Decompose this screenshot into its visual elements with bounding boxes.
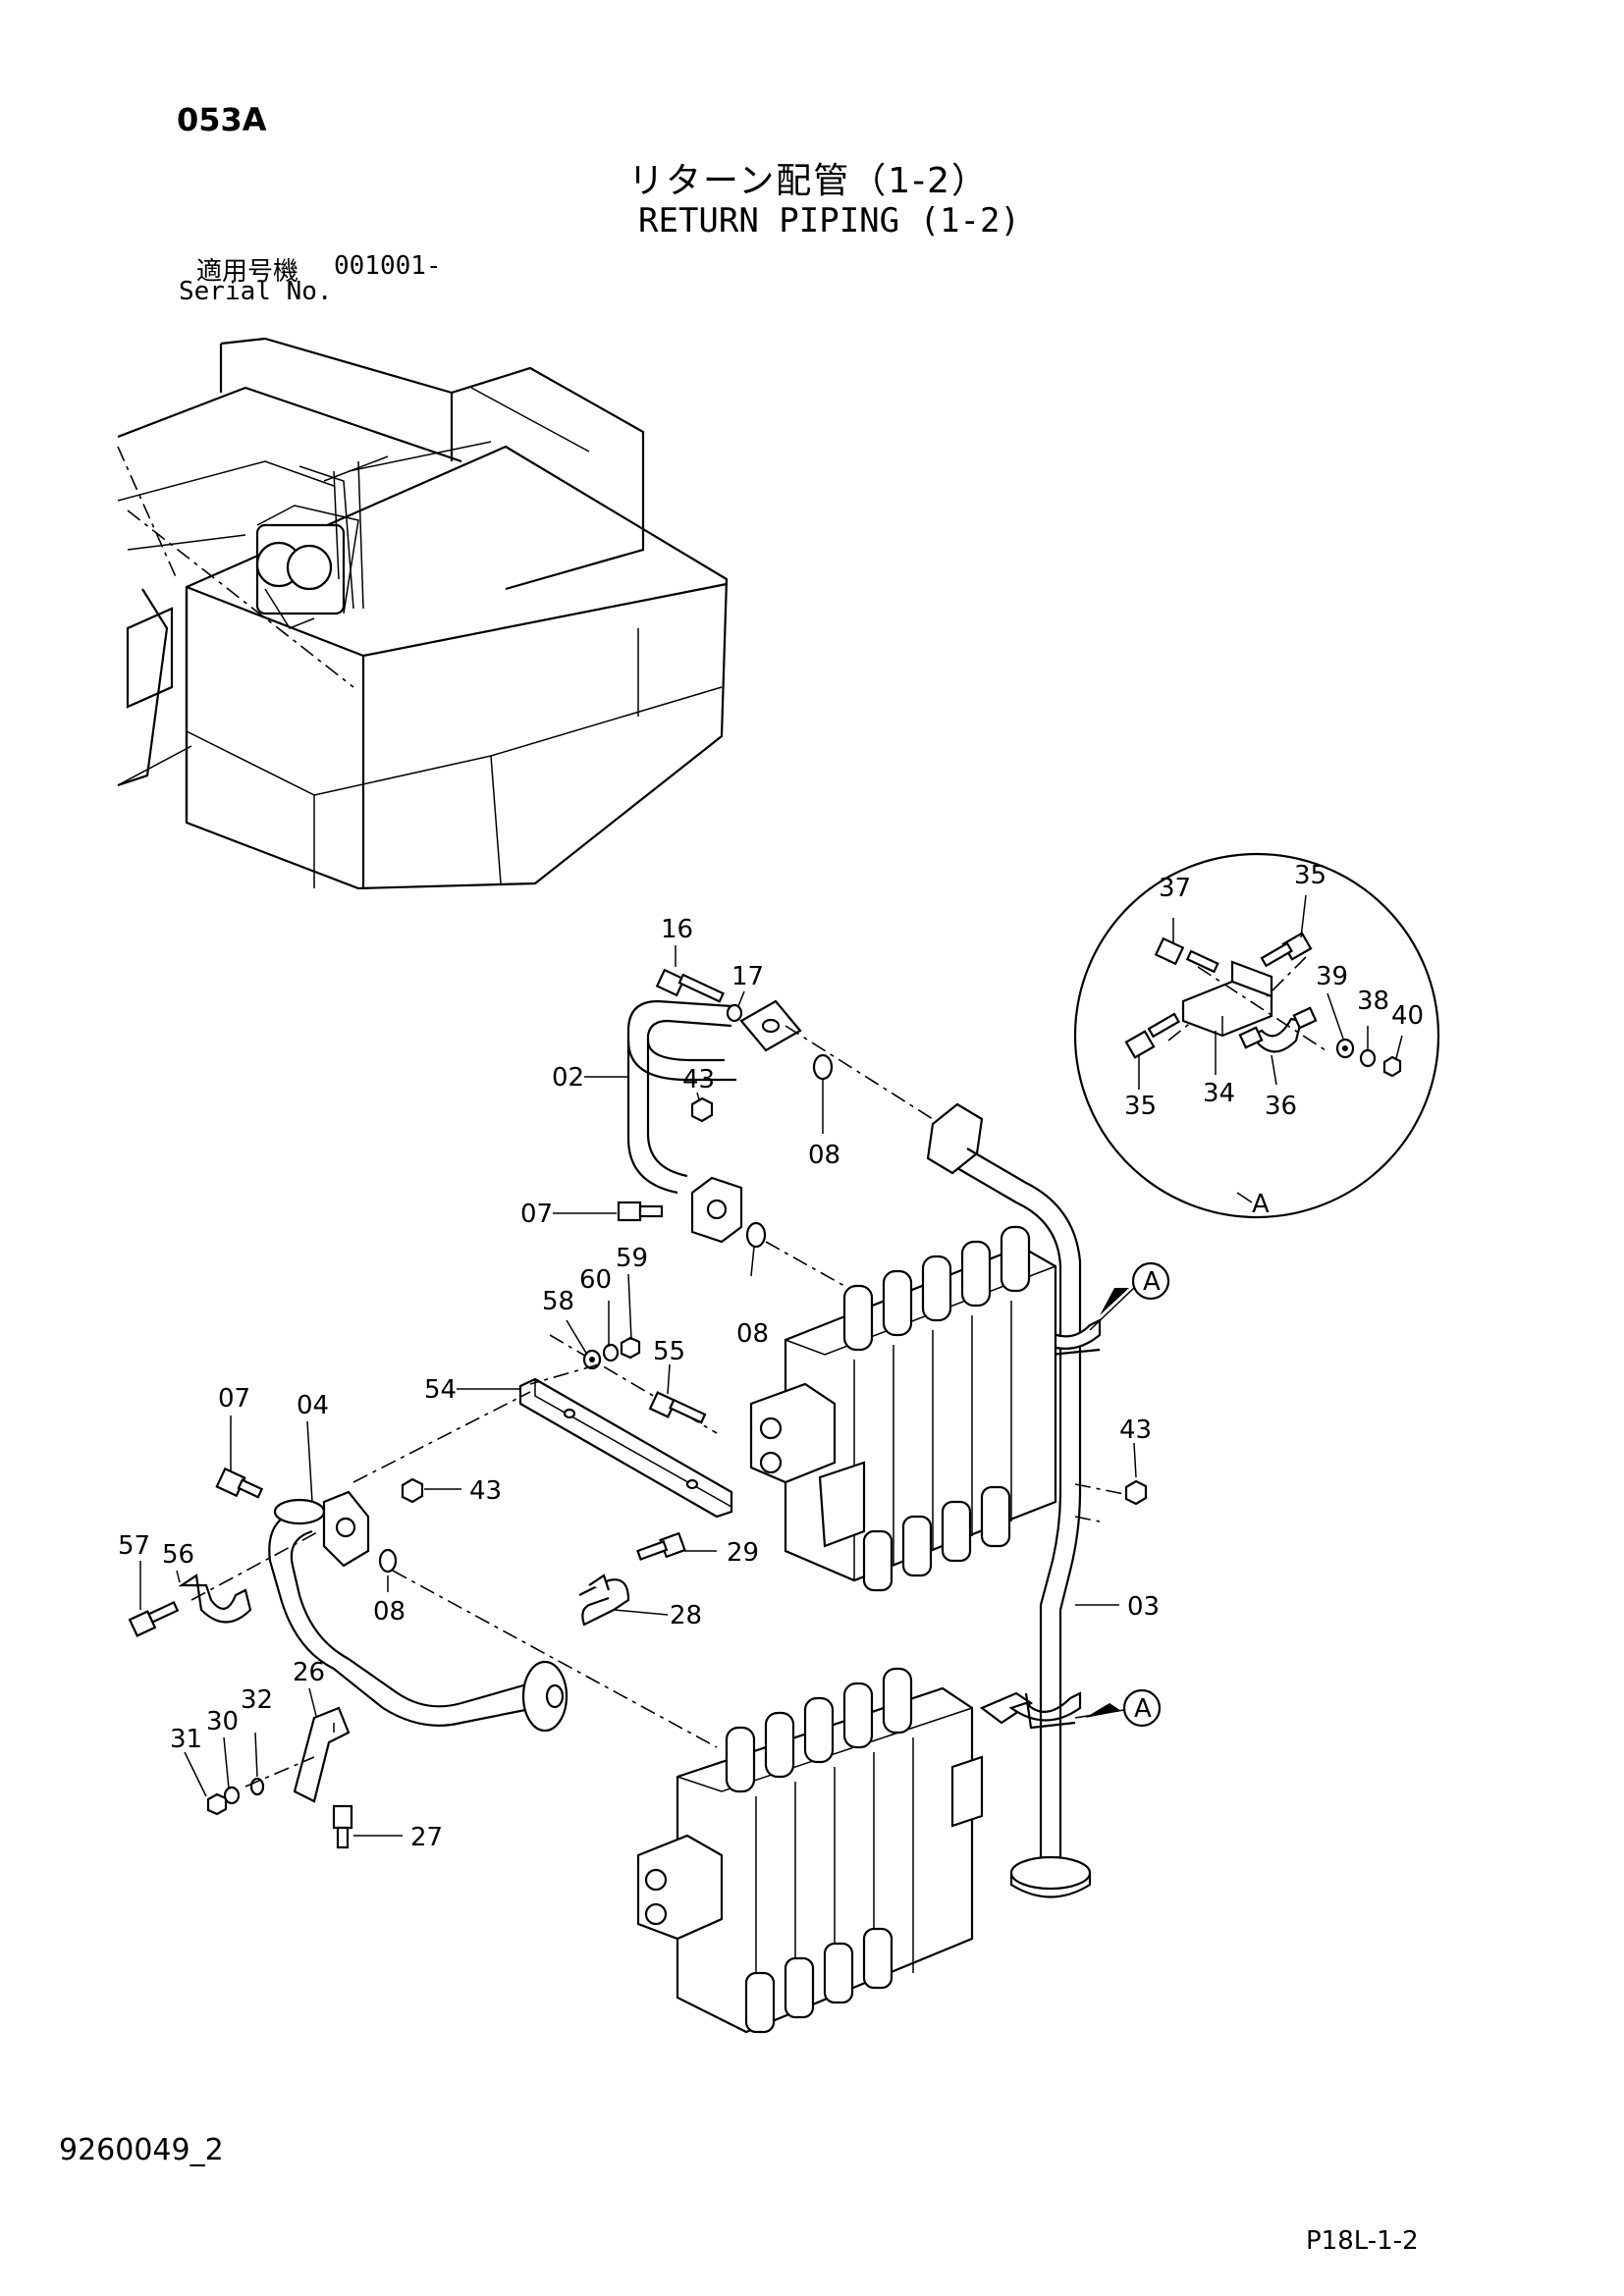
detail-view-a	[1073, 852, 1440, 1219]
callout-labels: 16 17 02 43 08 07 08 59 60 58 55 54 07 0…	[118, 915, 1161, 1852]
detail-callout-40: 40	[1391, 1001, 1424, 1031]
detail-callout-38: 38	[1357, 987, 1389, 1016]
callout-04: 04	[297, 1391, 329, 1420]
callout-59: 59	[616, 1244, 648, 1273]
return-pipe-03	[926, 1102, 1170, 1898]
detail-callout-34: 34	[1203, 1079, 1235, 1108]
callout-27: 27	[410, 1823, 443, 1852]
callout-16: 16	[661, 915, 693, 944]
callout-58: 58	[542, 1287, 574, 1316]
mounting-bar-54	[352, 1336, 733, 1519]
serial-label-japanese: 適用号機	[196, 257, 299, 287]
detail-callout-39: 39	[1316, 962, 1348, 991]
leader-lines	[139, 945, 1137, 1837]
callout-02: 02	[552, 1063, 584, 1093]
callout-03: 03	[1127, 1592, 1160, 1622]
callout-43-right: 43	[1119, 1415, 1152, 1445]
callout-32: 32	[241, 1685, 273, 1715]
callout-29: 29	[727, 1538, 759, 1568]
callout-28: 28	[670, 1601, 702, 1630]
callout-43-lower: 43	[469, 1476, 502, 1506]
callout-08-lower: 08	[373, 1597, 406, 1627]
return-pipe-04	[128, 1467, 718, 1849]
callout-31: 31	[170, 1725, 202, 1754]
callout-54: 54	[424, 1375, 457, 1405]
return-pipe-02	[617, 968, 934, 1287]
document-id: 9260049_2	[59, 2133, 224, 2167]
control-valve-lower	[636, 1667, 984, 2034]
callout-30: 30	[206, 1707, 239, 1736]
callout-07-lower: 07	[218, 1384, 250, 1414]
callout-08-middle: 08	[736, 1319, 769, 1349]
control-valve-upper	[549, 1225, 1057, 1592]
callout-55: 55	[653, 1337, 685, 1366]
detail-callout-labels: 37 35 39 38 40 35 34 36 A	[1124, 861, 1424, 1219]
page-reference: P18L-1-2	[1306, 2226, 1419, 2256]
serial-number-value: 001001-	[334, 251, 442, 281]
detail-callout-35-bottom: 35	[1124, 1092, 1157, 1121]
machine-body-drawing	[117, 337, 729, 890]
callout-60: 60	[579, 1265, 612, 1295]
title-japanese: リターン配管（1-2）	[628, 161, 989, 201]
detail-callout-37: 37	[1159, 874, 1191, 903]
detail-ref-a-lower: A	[1134, 1694, 1152, 1724]
page-code: 053A	[177, 101, 267, 138]
detail-ref-a-upper: A	[1143, 1267, 1161, 1297]
serial-label-english: Serial No.	[179, 277, 333, 306]
callout-08-upper: 08	[808, 1141, 840, 1170]
detail-view-label: A	[1252, 1190, 1270, 1219]
callout-57: 57	[118, 1531, 150, 1561]
callout-07-upper: 07	[520, 1200, 553, 1229]
detail-callout-35-top: 35	[1294, 861, 1326, 890]
detail-callout-36: 36	[1265, 1092, 1297, 1121]
callout-43-upper: 43	[682, 1065, 715, 1095]
callout-26: 26	[293, 1658, 325, 1687]
callout-56: 56	[162, 1540, 194, 1570]
callout-17: 17	[731, 962, 764, 991]
title-english: RETURN PIPING (1-2)	[638, 201, 1020, 240]
